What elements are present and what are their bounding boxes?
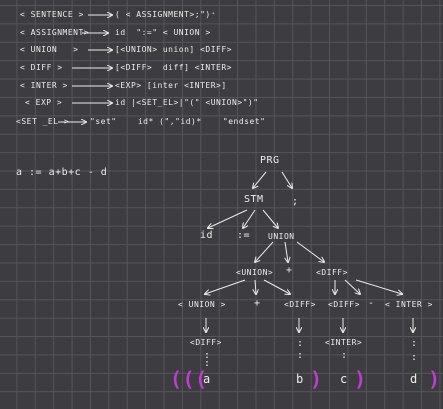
node-diff-3a: <DIFF>: [284, 300, 316, 309]
node-plus-2: +: [254, 298, 261, 309]
dots-d: :: [411, 338, 418, 349]
dots-a: :: [204, 350, 211, 361]
rule-4-lhs: < DIFF >: [20, 63, 63, 72]
node-minus: -: [368, 298, 375, 309]
leaf-d: d: [410, 372, 418, 386]
rule-7-rhs: "set" id* (","id)* "endset": [90, 117, 266, 126]
dots-d-2: :: [411, 352, 418, 363]
leaf-b: b: [296, 372, 304, 386]
node-inter-3: < INTER >: [385, 300, 433, 309]
dots-c: :: [341, 350, 348, 361]
node-union: UNION: [268, 232, 295, 241]
node-inter-4: <INTER>: [325, 338, 363, 347]
node-stm: STM: [244, 194, 264, 205]
close-paren-c: ): [354, 367, 367, 391]
dots-b: :: [297, 338, 304, 349]
dots-b-2: :: [297, 350, 304, 361]
rule-2-rhs: id ":=" < UNION >: [115, 28, 211, 37]
rule-1-rhs: ( < ASSIGNMENT>;")⁺: [115, 10, 217, 19]
node-semicolon: ;: [292, 196, 299, 207]
close-paren-d: ): [428, 367, 441, 391]
rule-6-lhs: < EXP >: [25, 98, 63, 107]
node-assign: :=: [237, 230, 251, 241]
rule-1-lhs: < SENTENCE >: [20, 10, 84, 19]
expression-text: a := a+b+c - d: [16, 167, 108, 178]
node-id: id: [200, 230, 214, 241]
node-diff-4: <DIFF>: [190, 338, 222, 347]
rule-3-rhs: [<UNION> union] <DIFF>: [115, 45, 232, 54]
open-parentheses: (((: [170, 367, 208, 391]
node-plus-1: +: [286, 265, 293, 276]
leaf-c: c: [340, 372, 348, 386]
node-diff-2: <DIFF>: [316, 268, 348, 277]
dots-a-2: :: [204, 358, 211, 369]
close-paren-b: ): [310, 367, 323, 391]
rule-5-rhs: <EXP> [inter <INTER>]: [115, 81, 227, 90]
rule-2-lhs: < ASSIGNMENT>: [20, 28, 90, 37]
node-prg: PRG: [260, 155, 280, 166]
rule-6-rhs: id |<SET_EL>|"(" <UNION>")": [115, 98, 259, 107]
node-union-3: < UNION >: [178, 300, 226, 309]
rule-3-lhs: < UNION >: [20, 45, 79, 54]
node-union-2: <UNION>: [236, 268, 274, 277]
leaf-a: a: [203, 372, 211, 386]
node-diff-3b: <DIFF>: [328, 300, 360, 309]
rule-5-lhs: < INTER >: [20, 81, 68, 90]
rule-4-rhs: [<DIFF> diff] <INTER>: [115, 63, 232, 72]
